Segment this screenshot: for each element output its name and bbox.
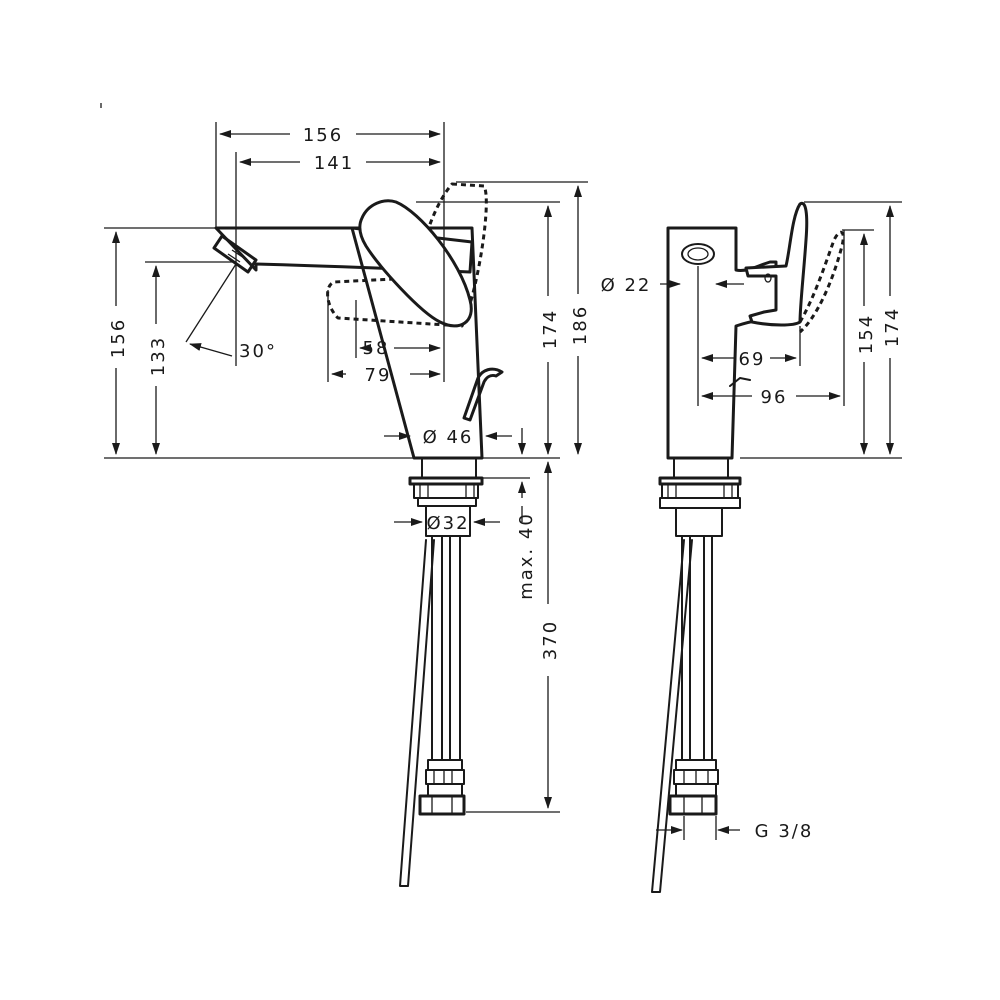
side-view: 156 141 156 133 30° 58 79 Ø 46 [104, 122, 591, 887]
front-view: Ø 22 69 96 154 174 G 3/8 [601, 201, 903, 893]
dim-height-overall: 156 [108, 318, 129, 358]
dim-height-154: 154 [856, 314, 877, 354]
supply-hoses [418, 535, 466, 816]
dim-height-174: 174 [540, 309, 561, 349]
dim-width-spout: 141 [314, 153, 354, 174]
faucet-handle-front [744, 201, 809, 327]
popup-lever-front [729, 377, 751, 387]
dim-shank-diameter: Ø32 [426, 513, 469, 534]
washer [417, 497, 477, 507]
dim-width-overall: 156 [303, 125, 343, 146]
faucet-body-front [666, 226, 778, 460]
mounting-nut [413, 483, 479, 499]
dim-handle-69: 69 [739, 349, 766, 370]
dim-handle-58: 58 [363, 338, 390, 359]
shank-upper [421, 457, 477, 479]
dim-height-174-front: 174 [882, 307, 903, 347]
shank-thread [425, 505, 471, 537]
aerator [212, 234, 258, 274]
dim-thread: G 3/8 [755, 821, 814, 842]
handle-alt-front [798, 230, 845, 334]
supply-hoses-front [668, 535, 719, 816]
aerator-top [681, 243, 715, 265]
popup-rod-long [399, 539, 435, 887]
dim-handle-79: 79 [365, 365, 392, 386]
handle-alt-position [326, 182, 488, 328]
dim-height-outlet: 133 [148, 336, 169, 376]
popup-rod-long-front [651, 539, 693, 893]
dim-height-186: 186 [570, 305, 591, 345]
dim-max-thickness: max. 40 [516, 512, 537, 600]
faucet-handle [358, 199, 473, 328]
dim-angle: 30° [239, 341, 277, 362]
dim-hose-length: 370 [540, 620, 561, 660]
popup-rod [462, 367, 504, 422]
dim-body-diameter: Ø 46 [423, 427, 474, 448]
dim-aerator-diameter: Ø 22 [601, 275, 652, 296]
faucet-body [350, 226, 484, 460]
dim-handle-96: 96 [761, 387, 788, 408]
